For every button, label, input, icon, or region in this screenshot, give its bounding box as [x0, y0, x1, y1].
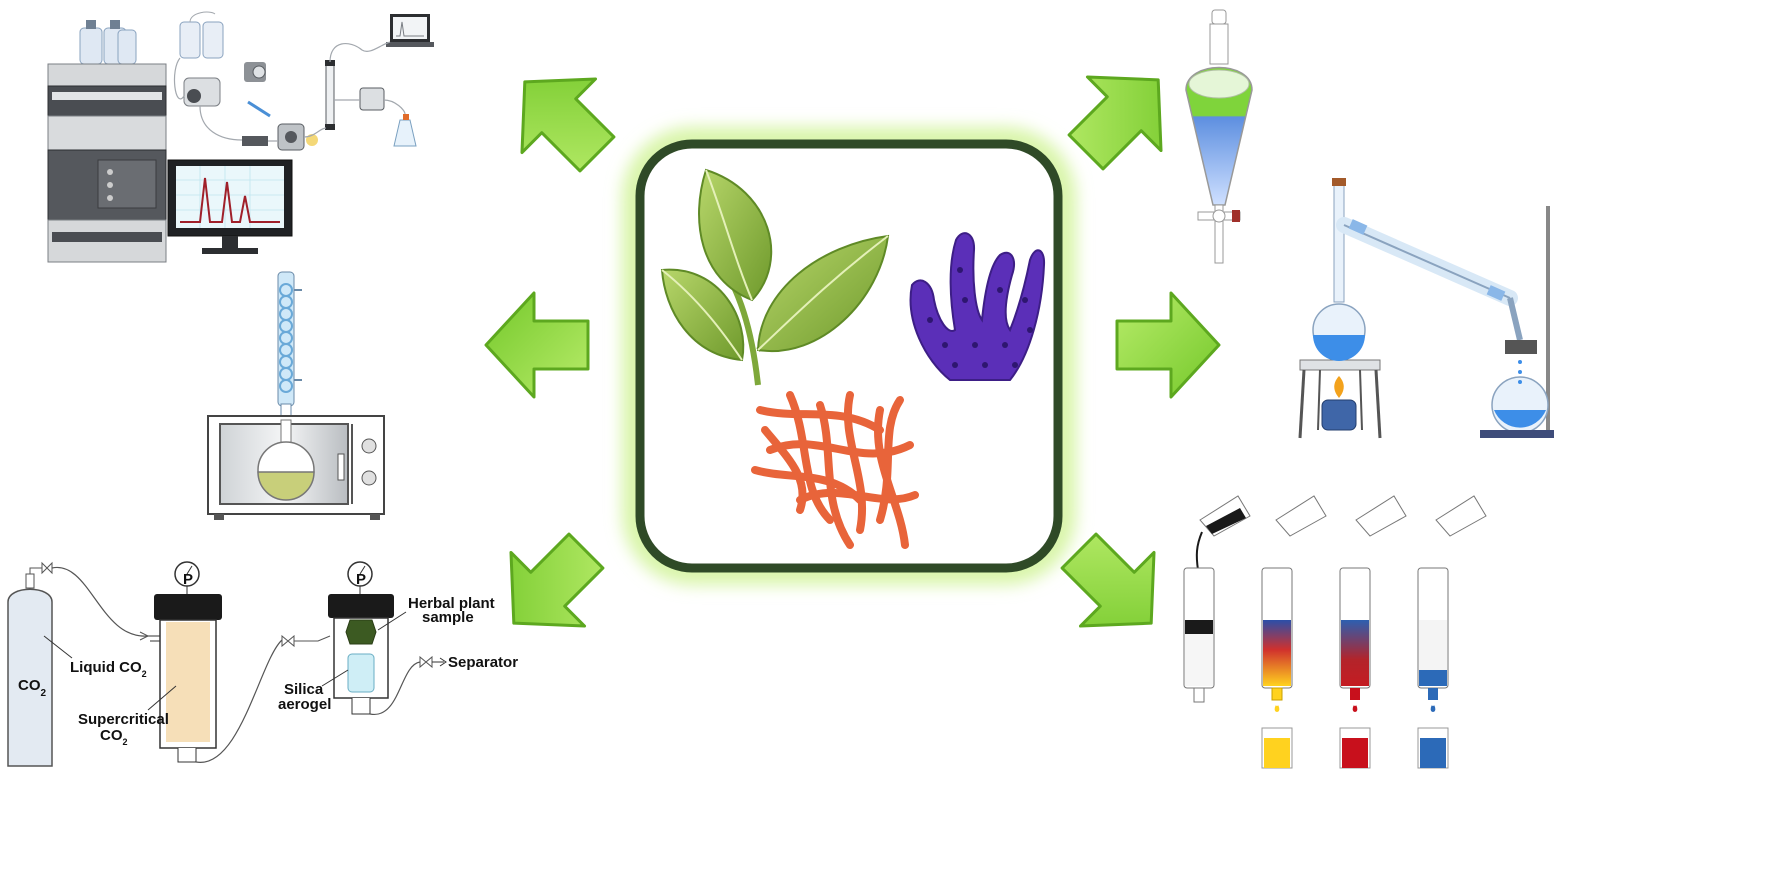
column-1: [1183, 567, 1215, 703]
herbal-plant-label-line2: sample: [422, 609, 474, 626]
column-4: [1417, 567, 1449, 712]
svg-text:CO2: CO2: [18, 677, 47, 699]
supercritical-label-line2: CO: [100, 727, 123, 744]
vial-red: [1342, 738, 1368, 768]
co2-cylinder: CO2: [7, 561, 53, 767]
flow-setup-icon: [173, 11, 434, 151]
herbal-sample-icon: [345, 619, 377, 645]
herbal-plant-label-line1: Herbal plant: [408, 595, 495, 612]
column-chromatography-illustration: [1183, 495, 1487, 769]
column-3: [1339, 567, 1371, 712]
leaves-icon: [660, 168, 890, 386]
collection-vials: [1261, 727, 1449, 769]
separator-vessel: P: [328, 561, 394, 715]
svg-text:Liquid CO2: Liquid CO2: [70, 659, 147, 679]
supercritical-label-subscript: 2: [123, 737, 128, 747]
center-panel: [622, 127, 1076, 585]
vial-yellow: [1264, 738, 1290, 768]
arrow-up-left: [486, 43, 636, 193]
extraction-vessel: P: [148, 561, 222, 763]
arrow-right: [1115, 291, 1221, 399]
valve-icon-2: [419, 655, 433, 669]
supercritical-co2-extraction-illustration: CO2 Liquid CO2 P Supercritical CO2: [7, 561, 518, 767]
vial-blue: [1420, 738, 1446, 768]
silica-label-line1: Silica: [284, 681, 324, 698]
pressure-gauge-letter-2: P: [356, 571, 366, 588]
arrow-up-right: [1047, 41, 1197, 191]
monitor-chromatogram-icon: [167, 159, 293, 254]
liquid-co2-subscript: 2: [142, 669, 147, 679]
arrow-left: [484, 291, 590, 399]
svg-text:CO2: CO2: [100, 727, 128, 747]
hplc-system-illustration: [47, 11, 434, 263]
co2-cylinder-label: CO: [18, 677, 41, 694]
orange-fungus-icon: [751, 391, 919, 549]
liquid-co2-label: Liquid CO: [70, 659, 142, 676]
valve-icon: [281, 634, 295, 648]
co2-cylinder-subscript: 2: [41, 688, 47, 699]
column-2: [1261, 567, 1293, 712]
arrow-down-left: [475, 512, 625, 662]
hplc-stack-icon: [47, 63, 167, 263]
solvent-bottles-icon: [79, 20, 137, 65]
supercritical-label-line1: Supercritical: [78, 711, 169, 728]
silica-label-line2: aerogel: [278, 696, 331, 713]
separatory-funnel-illustration: [1185, 9, 1253, 264]
purple-seaweed-icon: [909, 232, 1046, 381]
distillation-setup-illustration: [1298, 178, 1554, 439]
pressure-gauge-letter: P: [183, 571, 193, 588]
microwave-extraction-illustration: [207, 271, 385, 520]
separator-label: Separator: [448, 654, 518, 671]
